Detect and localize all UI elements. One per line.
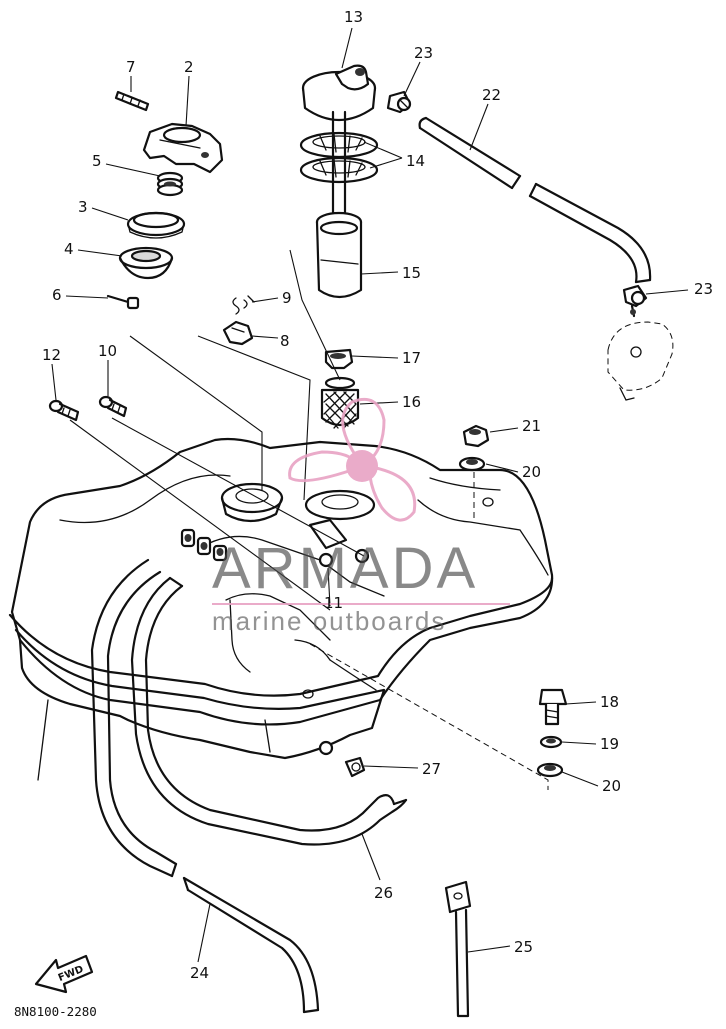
diagram-code: 8N8100-2280 — [14, 1004, 97, 1019]
callout-21: 21 — [522, 417, 541, 435]
part-3-gasket — [126, 211, 186, 239]
leader-lines — [51, 27, 689, 963]
part-9-spring-clip — [232, 295, 255, 315]
part-7-pin — [114, 90, 150, 112]
callout-15: 15 — [402, 264, 421, 282]
callout-27: 27 — [422, 760, 441, 778]
part-12-bolt — [48, 399, 80, 422]
armada-watermark: ARMADA marine outboards — [212, 397, 510, 636]
engine-mount-plate — [607, 321, 674, 401]
callout-13: 13 — [344, 8, 363, 26]
callout-23-right: 23 — [694, 280, 713, 298]
fwd-arrow-icon: FWD — [34, 954, 94, 994]
part-16-strainer — [320, 376, 360, 429]
callout-26: 26 — [374, 884, 393, 902]
hose-24 — [90, 558, 320, 1014]
callout-10: 10 — [98, 342, 117, 360]
part-18-bolt — [538, 688, 568, 726]
part-6-screw — [106, 294, 140, 310]
callout-3: 3 — [78, 198, 88, 216]
callout-labels: 7 2 5 3 4 6 12 10 9 8 13 14 15 17 16 23 … — [42, 8, 713, 982]
part-19-washer — [539, 735, 563, 749]
assembly-dashed-lines — [69, 249, 549, 790]
callout-20-upper: 20 — [522, 463, 541, 481]
part-11-fitting — [318, 548, 370, 568]
watermark-tagline: marine outboards — [212, 606, 446, 636]
callout-25: 25 — [514, 938, 533, 956]
part-10-bolt — [98, 395, 128, 418]
callout-4: 4 — [64, 240, 74, 258]
watermark-brand: ARMADA — [212, 536, 478, 601]
part-20-washer-lower — [536, 762, 564, 778]
hose-26 — [130, 576, 408, 846]
callout-8: 8 — [280, 332, 290, 350]
callout-5: 5 — [92, 152, 102, 170]
callout-17: 17 — [402, 349, 421, 367]
callout-12: 12 — [42, 346, 61, 364]
part-15-pickup-tube — [315, 110, 363, 299]
part-8-clip — [222, 320, 254, 346]
callout-14: 14 — [406, 152, 425, 170]
part-14-orings — [299, 131, 379, 184]
part-20-washer-upper — [458, 456, 486, 472]
callout-18: 18 — [600, 693, 619, 711]
callout-2: 2 — [184, 58, 194, 76]
part-21-grommet — [462, 424, 490, 448]
hose-22 — [418, 116, 652, 284]
callout-24: 24 — [190, 964, 209, 982]
callout-11: 11 — [324, 594, 343, 612]
callout-9: 9 — [282, 289, 292, 307]
part-23-clamp-top — [386, 90, 412, 114]
callout-23-top: 23 — [414, 44, 433, 62]
callout-6: 6 — [52, 286, 62, 304]
part-13-pickup-cap — [301, 64, 377, 121]
callout-7: 7 — [126, 58, 136, 76]
part-25-strap — [444, 880, 472, 1018]
callout-22: 22 — [482, 86, 501, 104]
callout-19: 19 — [600, 735, 619, 753]
callout-20-lower: 20 — [602, 777, 621, 795]
part-5-spring — [156, 171, 184, 197]
hose-nipples — [180, 528, 228, 562]
part-27-clip — [344, 756, 366, 778]
callout-16: 16 — [402, 393, 421, 411]
part-4-collar — [118, 246, 174, 280]
propeller-logo-icon — [288, 397, 417, 522]
part-23-clamp-right — [622, 284, 648, 318]
part-2-cap-body — [142, 122, 224, 174]
